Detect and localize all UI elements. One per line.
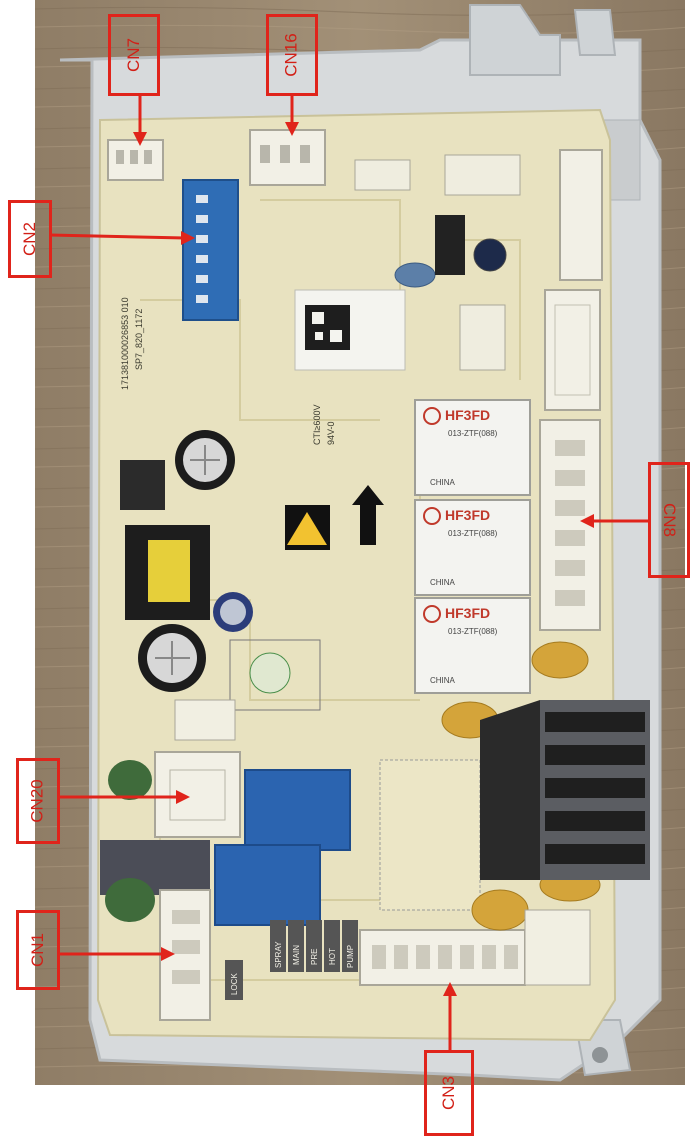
blue-relay-2 bbox=[214, 844, 321, 926]
bottom-right-connector bbox=[524, 909, 591, 986]
svg-text:CHINA: CHINA bbox=[430, 578, 456, 587]
svg-text:HF3FD: HF3FD bbox=[445, 507, 490, 523]
cn8-connector bbox=[539, 419, 601, 631]
relay-1: HF3FD 013-ZTF(088) CHINA bbox=[414, 399, 531, 496]
label-cn3: CN3 bbox=[424, 1050, 474, 1136]
transformer bbox=[125, 525, 210, 620]
label-cn1: CN1 bbox=[16, 910, 60, 990]
cn10-connector bbox=[459, 304, 506, 371]
green-cap bbox=[105, 878, 155, 922]
label-cn2-text: CN2 bbox=[19, 221, 39, 257]
label-cn7: CN7 bbox=[108, 14, 160, 96]
k2-outline bbox=[229, 639, 321, 711]
svg-text:LOCK: LOCK bbox=[230, 973, 239, 995]
cn7-connector bbox=[107, 139, 164, 181]
svg-text:HF3FD: HF3FD bbox=[445, 605, 490, 621]
label-cn8-text: CN8 bbox=[659, 502, 679, 538]
relay-3: HF3FD 013-ZTF(088) CHINA bbox=[414, 597, 531, 694]
svg-text:171381000026853 010: 171381000026853 010 bbox=[120, 297, 130, 390]
svg-text:013-ZTF(088): 013-ZTF(088) bbox=[448, 429, 498, 438]
cn20-connector bbox=[154, 751, 241, 838]
svg-text:CTI≥600V: CTI≥600V bbox=[312, 405, 322, 445]
varistor-1 bbox=[531, 641, 589, 679]
label-cn16-text: CN16 bbox=[282, 33, 301, 77]
capacitor-blue bbox=[213, 592, 253, 632]
svg-text:HOT: HOT bbox=[328, 948, 337, 965]
label-cn1-text: CN1 bbox=[27, 932, 47, 968]
push-switch bbox=[120, 460, 165, 510]
svg-text:PUMP: PUMP bbox=[346, 945, 355, 968]
callout-arrows bbox=[49, 95, 650, 1050]
cn11-connector bbox=[444, 154, 521, 196]
qr-label bbox=[294, 289, 406, 371]
cn2-connector bbox=[182, 179, 239, 321]
esd-sticker bbox=[285, 485, 384, 550]
cn12-connector bbox=[354, 159, 411, 191]
heatsink bbox=[480, 700, 650, 880]
svg-text:CHINA: CHINA bbox=[430, 676, 456, 685]
label-cn3-text: CN3 bbox=[438, 1075, 458, 1111]
arrow-up-icon bbox=[352, 485, 384, 545]
right-upper-connector bbox=[544, 289, 601, 411]
label-cn2: CN2 bbox=[8, 200, 52, 278]
svg-text:94V-0: 94V-0 bbox=[326, 421, 336, 445]
svg-text:013-ZTF(088): 013-ZTF(088) bbox=[448, 529, 498, 538]
svg-text:013-ZTF(088): 013-ZTF(088) bbox=[448, 627, 498, 636]
label-cn20-text: CN20 bbox=[28, 779, 47, 823]
cn16-connector bbox=[249, 129, 326, 186]
svg-text:MAIN: MAIN bbox=[292, 945, 301, 965]
capacitor-large-1 bbox=[175, 430, 235, 490]
right-top-connector bbox=[559, 149, 603, 281]
relay-2: HF3FD 013-ZTF(088) CHINA bbox=[414, 499, 531, 596]
svg-text:HF3FD: HF3FD bbox=[445, 407, 490, 423]
varistor-3 bbox=[471, 889, 529, 931]
svg-text:CHINA: CHINA bbox=[430, 478, 456, 487]
svg-text:SPRAY: SPRAY bbox=[274, 941, 283, 968]
cn3-connector bbox=[359, 929, 526, 986]
label-cn16: CN16 bbox=[266, 14, 318, 96]
label-cn20: CN20 bbox=[16, 758, 60, 844]
label-cn8: CN8 bbox=[648, 462, 690, 578]
svg-text:SP7_820_1172: SP7_820_1172 bbox=[134, 309, 144, 370]
label-cn7-text: CN7 bbox=[123, 37, 143, 73]
blue-relay-1 bbox=[244, 769, 351, 851]
capacitor-large-2 bbox=[138, 624, 206, 692]
svg-text:PRE: PRE bbox=[310, 949, 319, 965]
ic-chip bbox=[435, 215, 465, 275]
